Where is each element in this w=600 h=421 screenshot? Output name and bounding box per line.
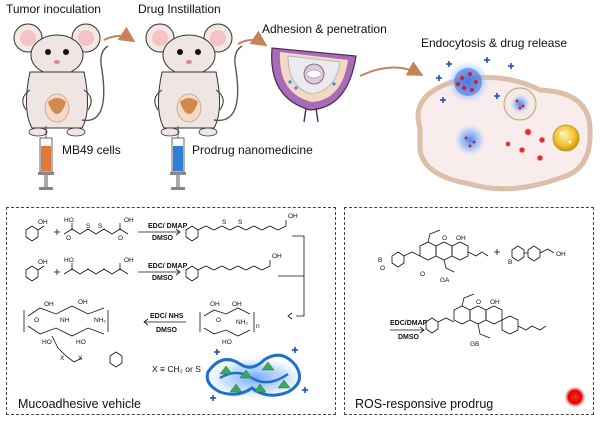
bladder-icon xyxy=(271,47,357,123)
reagent-label: EDC/ DMAP xyxy=(148,223,188,230)
arrow-3 xyxy=(359,61,424,77)
mouse-1-icon xyxy=(13,23,109,137)
svg-text:B: B xyxy=(378,257,382,264)
released-drug-dots xyxy=(505,128,546,162)
svg-text:n: n xyxy=(256,323,260,330)
arrow-2 xyxy=(237,30,268,47)
svg-text:O: O xyxy=(66,235,71,242)
svg-text:HO: HO xyxy=(64,217,74,224)
svg-text:O: O xyxy=(380,265,385,272)
syringe-1-icon xyxy=(38,126,54,190)
mucoadhesive-polymer-nanoparticle xyxy=(203,347,308,401)
syringe-2-icon xyxy=(170,126,186,190)
x-definition-legend: X ≡ CH₂ or S xyxy=(152,364,201,374)
svg-text:NH₂: NH₂ xyxy=(94,317,106,324)
svg-text:O: O xyxy=(442,235,447,242)
solvent-label: DMSO xyxy=(152,275,174,282)
svg-text:HO: HO xyxy=(222,339,232,346)
mouse-2-icon xyxy=(145,23,243,137)
svg-text:NH: NH xyxy=(60,317,70,324)
svg-text:HO: HO xyxy=(76,339,86,346)
solvent-label: DMSO xyxy=(398,334,420,341)
svg-text:OH: OH xyxy=(78,299,88,306)
cell-icon xyxy=(415,57,593,192)
svg-text:OH: OH xyxy=(44,301,54,308)
svg-text:B: B xyxy=(508,259,512,266)
svg-text:OH: OH xyxy=(210,301,220,308)
compound-label-gb: GB xyxy=(470,341,479,348)
svg-text:OH: OH xyxy=(232,301,242,308)
stage-label-tumor-inoculation: Tumor inoculation xyxy=(6,2,101,16)
svg-text:X: X xyxy=(60,355,65,362)
ros-responsive-prodrug-title: ROS-responsive prodrug xyxy=(355,397,494,411)
svg-text:S: S xyxy=(238,219,243,226)
stage-label-adhesion-penetration: Adhesion & penetration xyxy=(262,22,387,36)
syringe-label-mb49: MB49 cells xyxy=(62,143,121,157)
solvent-label: DMSO xyxy=(152,235,174,242)
svg-text:S: S xyxy=(86,223,91,230)
svg-text:OH: OH xyxy=(456,235,466,242)
mucoadhesive-vehicle-panel xyxy=(6,207,336,415)
svg-text:S: S xyxy=(222,219,227,226)
svg-text:O: O xyxy=(476,299,481,306)
stage-label-drug-instillation: Drug Instillation xyxy=(138,2,221,16)
svg-text:OH: OH xyxy=(490,299,500,306)
svg-text:HO: HO xyxy=(64,257,74,264)
svg-text:O: O xyxy=(34,317,39,324)
svg-text:O: O xyxy=(420,271,425,278)
ros-responsive-prodrug-panel xyxy=(344,207,594,415)
svg-text:OH: OH xyxy=(124,257,134,264)
reagent-label: EDC/ DMAP xyxy=(148,263,188,270)
prodrug-red-dot-icon xyxy=(564,386,586,408)
svg-text:HO: HO xyxy=(42,339,52,346)
svg-text:NH₂: NH₂ xyxy=(236,319,248,326)
syringe-label-prodrug: Prodrug nanomedicine xyxy=(192,143,313,157)
svg-text:S: S xyxy=(98,223,103,230)
svg-text:OH: OH xyxy=(38,259,48,266)
svg-text:OH: OH xyxy=(272,253,282,260)
reagent-label: EDC/ NHS xyxy=(150,313,184,320)
solvent-label: DMSO xyxy=(156,327,178,334)
svg-text:OH: OH xyxy=(288,213,298,220)
arrow-1 xyxy=(103,26,136,43)
svg-text:OH: OH xyxy=(38,219,48,226)
svg-text:OH: OH xyxy=(124,217,134,224)
top-illustration xyxy=(13,23,593,192)
svg-text:O: O xyxy=(118,235,123,242)
svg-text:O: O xyxy=(216,317,221,324)
stage-label-endocytosis-release: Endocytosis & drug release xyxy=(421,36,568,50)
svg-text:X: X xyxy=(78,355,83,362)
svg-text:OH: OH xyxy=(556,251,566,258)
compound-label-ga: GA xyxy=(440,277,450,284)
mucoadhesive-vehicle-title: Mucoadhesive vehicle xyxy=(18,397,141,411)
reagent-label: EDC/DMAP xyxy=(390,320,428,327)
